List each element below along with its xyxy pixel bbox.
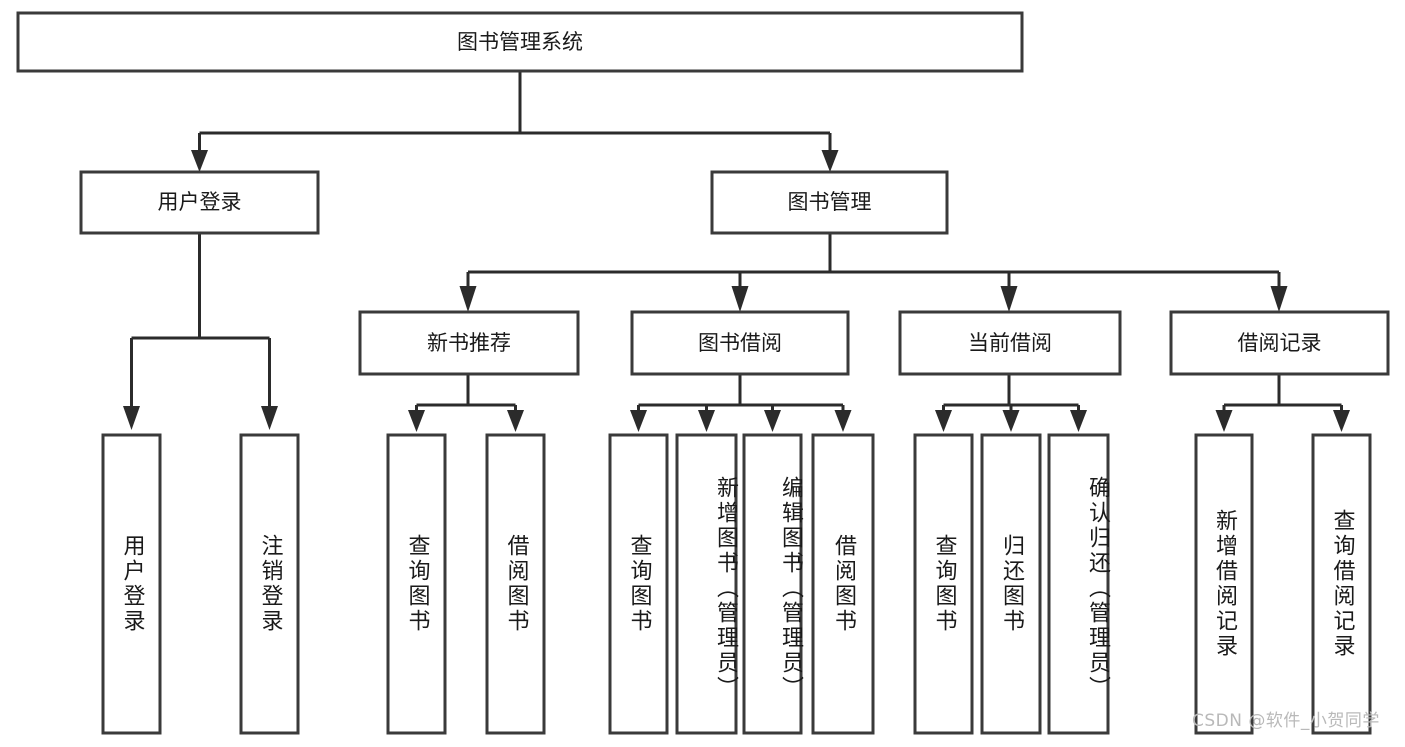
arrow-to-leaf-edit-book	[764, 410, 781, 432]
node-new-book-recommend-label: 新书推荐	[427, 331, 511, 355]
leaf-add-book-box[interactable]	[675, 433, 738, 735]
node-user-login-box[interactable]	[79, 170, 320, 235]
arrow-to-leaf-confirm-return	[1070, 410, 1087, 432]
arrow-to-leaf-query-borrow-record	[1333, 410, 1350, 432]
leaf-query-book-borrow-box[interactable]	[608, 433, 669, 735]
node-borrow-record[interactable]: 借阅记录	[1169, 310, 1390, 376]
arrow-to-leaf-query-book-current	[935, 410, 952, 432]
node-book-borrow-box[interactable]	[630, 310, 850, 376]
arrow-to-leaf-borrow-book	[834, 410, 852, 432]
leaf-box-layer	[101, 433, 1372, 735]
leaf-query-book-current-box[interactable]	[913, 433, 974, 735]
connector-layer	[123, 71, 1350, 432]
csdn-watermark: CSDN @软件_小贺同学	[1192, 711, 1380, 731]
leaf-logout-box[interactable]	[239, 433, 300, 735]
leaf-query-borrow-record-box[interactable]	[1311, 433, 1372, 735]
arrow-to-book-management	[821, 150, 839, 172]
arrow-to-book-borrow	[731, 286, 749, 312]
leaf-return-book-box[interactable]	[980, 433, 1042, 735]
arrow-to-leaf-return-book	[1002, 410, 1020, 432]
node-new-book-recommend[interactable]: 新书推荐	[358, 310, 580, 376]
node-book-borrow-label: 图书借阅	[698, 331, 782, 355]
node-book-management-label: 图书管理	[788, 190, 872, 214]
arrow-to-leaf-add-borrow-record	[1215, 410, 1233, 432]
leaf-borrow-book-box[interactable]	[811, 433, 875, 735]
node-current-borrow[interactable]: 当前借阅	[898, 310, 1122, 376]
node-book-management-box[interactable]	[710, 170, 949, 235]
arrow-to-leaf-query-book-recommend	[408, 410, 425, 432]
leaf-borrow-book-recommend-box[interactable]	[485, 433, 546, 735]
node-new-book-recommend-box[interactable]	[358, 310, 580, 376]
arrow-to-new-book-recommend	[459, 286, 477, 312]
node-book-borrow[interactable]: 图书借阅	[630, 310, 850, 376]
node-user-login[interactable]: 用户登录	[79, 170, 320, 235]
arrow-to-leaf-logout	[261, 406, 278, 430]
node-root[interactable]: 图书管理系统	[16, 11, 1024, 73]
node-current-borrow-label: 当前借阅	[968, 331, 1052, 355]
leaf-confirm-return-box[interactable]	[1047, 433, 1110, 735]
arrow-to-leaf-add-book	[698, 410, 715, 432]
leaf-edit-book-box[interactable]	[742, 433, 803, 735]
node-current-borrow-box[interactable]	[898, 310, 1122, 376]
node-root-box[interactable]	[16, 11, 1024, 73]
leaf-query-book-recommend-box[interactable]	[386, 433, 447, 735]
leaf-user-login-box[interactable]	[101, 433, 162, 735]
arrow-to-user-login	[191, 150, 208, 172]
node-borrow-record-label: 借阅记录	[1238, 331, 1322, 355]
leaf-add-borrow-record-box[interactable]	[1194, 433, 1254, 735]
arrow-to-borrow-record	[1270, 286, 1288, 312]
node-book-management[interactable]: 图书管理	[710, 170, 949, 235]
node-borrow-record-box[interactable]	[1169, 310, 1390, 376]
node-user-login-label: 用户登录	[158, 190, 242, 214]
arrow-to-leaf-query-book-borrow	[630, 410, 647, 432]
arrow-to-current-borrow	[1000, 286, 1018, 312]
arrow-to-leaf-borrow-book-recommend	[507, 410, 524, 432]
arrow-to-leaf-user-login	[123, 406, 140, 430]
node-root-label: 图书管理系统	[457, 30, 583, 54]
